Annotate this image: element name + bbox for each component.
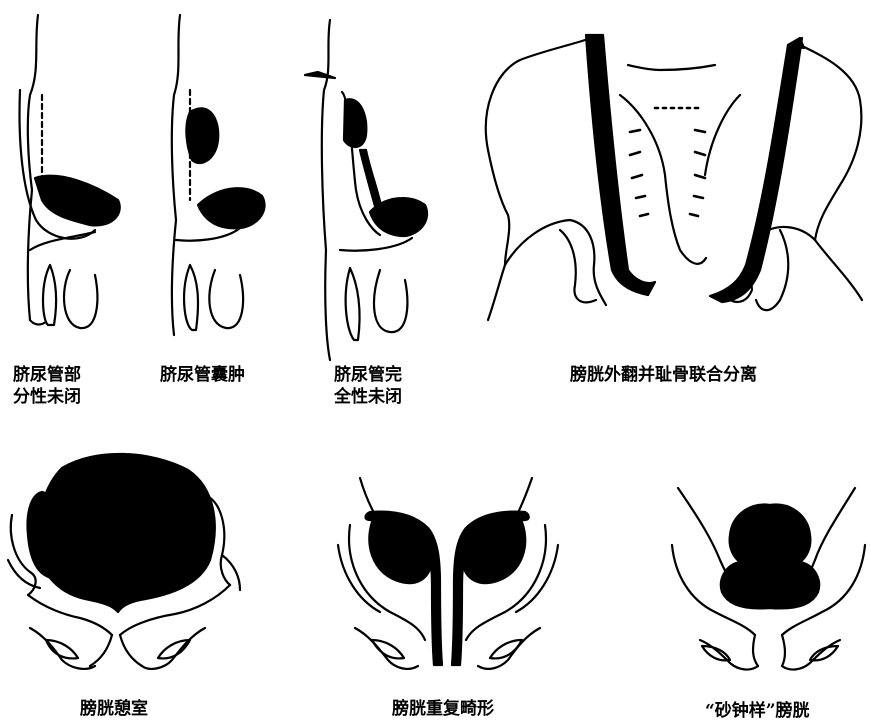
caption-urachal-cyst: 脐尿管囊肿 — [160, 364, 245, 386]
caption-complete-urachus: 脐尿管完 全性未闭 — [334, 364, 402, 408]
caption-line-2: 全性未闭 — [334, 386, 402, 408]
urachal-cyst-illustration — [172, 15, 265, 335]
caption-hourglass: “砂钟样”膀胱 — [705, 700, 810, 722]
exstrophy-illustration — [486, 35, 862, 320]
caption-line-2: 分性未闭 — [13, 386, 81, 408]
diverticulum-illustration — [8, 454, 240, 669]
partial-urachus-illustration — [20, 15, 120, 328]
complete-urachus-illustration — [305, 20, 427, 360]
caption-partial-urachus: 脐尿管部 分性未闭 — [13, 364, 81, 408]
caption-exstrophy: 膀胱外翻并耻骨联合分离 — [570, 364, 757, 386]
duplication-illustration — [338, 478, 558, 669]
caption-line-1: 脐尿管部 — [13, 364, 81, 386]
caption-line-1: 脐尿管完 — [334, 364, 402, 386]
caption-diverticulum: 膀胱憩室 — [80, 698, 148, 720]
hourglass-illustration — [672, 488, 865, 670]
caption-duplication: 膀胱重复畸形 — [392, 698, 494, 720]
